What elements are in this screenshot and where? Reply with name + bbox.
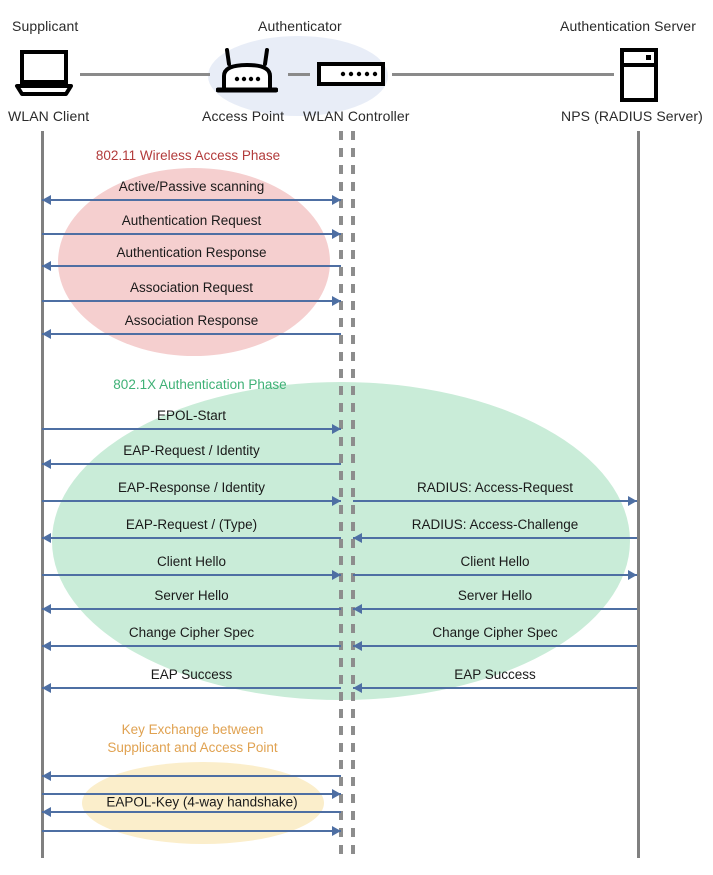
arrowhead-left-icon <box>42 604 51 614</box>
arrow-line <box>42 574 341 576</box>
arrow-line <box>42 811 341 813</box>
arrow-line <box>42 608 341 610</box>
arrowhead-left-icon <box>42 261 51 271</box>
msg-client-hello-left-label: Client Hello <box>156 554 227 569</box>
arrow-line <box>42 793 341 795</box>
arrow-line <box>42 830 341 832</box>
msg-eap-request-identity-label: EAP-Request / Identity <box>123 443 260 458</box>
arrowhead-right-icon <box>332 826 341 836</box>
arrowhead-left-icon <box>353 604 362 614</box>
wire-client-to-ap <box>80 73 210 76</box>
msg-eap-request-type-label: EAP-Request / (Type) <box>125 517 258 532</box>
arrow-line <box>353 574 637 576</box>
msg-authentication-response-label: Authentication Response <box>116 245 267 260</box>
arrowhead-left-icon <box>42 329 51 339</box>
node-caption-wlan-client: WLAN Client <box>8 108 90 124</box>
lifeline-authenticator-b <box>351 131 355 858</box>
wire-ap-to-controller <box>288 73 310 76</box>
node-caption-access-point: Access Point <box>202 108 285 124</box>
arrowhead-left-icon <box>42 683 51 693</box>
msg-active-passive-scanning-label: Active/Passive scanning <box>118 179 265 194</box>
msg-change-cipher-spec-left-label: Change Cipher Spec <box>128 625 255 640</box>
arrowhead-right-icon <box>332 570 341 580</box>
phase-label-802-1x: 802.1X Authentication Phase <box>113 377 287 392</box>
arrow-line <box>42 233 341 235</box>
arrow-line <box>42 199 341 201</box>
arrow-line <box>42 537 341 539</box>
arrow-line <box>42 428 341 430</box>
msg-association-response-label: Association Response <box>124 313 259 328</box>
arrowhead-right-icon <box>332 789 341 799</box>
phase-label-key-exchange: Key Exchange between Supplicant and Acce… <box>107 722 278 755</box>
node-caption-nps-radius-server: NPS (RADIUS Server) <box>561 108 703 124</box>
arrow-line <box>353 537 637 539</box>
msg-epol-start-label: EPOL-Start <box>156 408 227 423</box>
lifeline-authenticator-a <box>339 131 343 858</box>
arrowhead-right-icon <box>332 229 341 239</box>
arrowhead-right-icon <box>332 296 341 306</box>
msg-authentication-request-label: Authentication Request <box>121 213 262 228</box>
msg-change-cipher-spec-right-label: Change Cipher Spec <box>432 625 558 640</box>
arrowhead-left-icon <box>42 807 51 817</box>
msg-server-hello-left-label: Server Hello <box>154 588 229 603</box>
lifeline-nps-radius-server <box>637 131 640 858</box>
server-rack-icon <box>619 48 659 107</box>
arrow-line <box>353 645 637 647</box>
role-title-supplicant: Supplicant <box>12 18 79 34</box>
role-title-authenticator: Authenticator <box>258 18 342 34</box>
arrowhead-left-icon <box>42 459 51 469</box>
arrowhead-left-icon <box>353 641 362 651</box>
arrowhead-right-icon <box>332 496 341 506</box>
lifeline-wlan-client <box>41 131 44 858</box>
arrow-line <box>353 687 637 689</box>
arrowhead-right-icon <box>628 570 637 580</box>
arrow-line <box>42 300 341 302</box>
arrow-line <box>42 265 341 267</box>
msg-radius-access-challenge-label: RADIUS: Access-Challenge <box>411 517 579 532</box>
msg-radius-access-request-label: RADIUS: Access-Request <box>416 480 574 495</box>
arrowhead-right-icon <box>628 496 637 506</box>
msg-client-hello-right-label: Client Hello <box>460 554 530 569</box>
msg-association-request-label: Association Request <box>129 280 254 295</box>
msg-server-hello-right-label: Server Hello <box>457 588 533 603</box>
wireless-router-icon <box>215 48 279 103</box>
msg-eap-success-right-label: EAP Success <box>454 667 536 682</box>
arrowhead-left-icon <box>42 533 51 543</box>
arrowhead-left-icon <box>42 771 51 781</box>
arrowhead-left-icon <box>353 683 362 693</box>
eapol-key-handshake-label: EAPOL-Key (4-way handshake) <box>106 794 298 810</box>
laptop-icon <box>13 50 75 103</box>
arrow-line <box>353 500 637 502</box>
arrowhead-left-icon <box>42 641 51 651</box>
node-caption-wlan-controller: WLAN Controller <box>303 108 410 124</box>
arrow-line <box>42 463 341 465</box>
arrowhead-right-icon <box>332 195 341 205</box>
role-title-authentication-server: Authentication Server <box>560 18 696 34</box>
arrow-line <box>42 687 341 689</box>
msg-eap-response-identity-label: EAP-Response / Identity <box>117 480 266 495</box>
phase-label-802-11: 802.11 Wireless Access Phase <box>95 148 281 163</box>
arrow-line <box>42 775 341 777</box>
controller-switch-icon <box>317 61 385 92</box>
arrow-line <box>42 645 341 647</box>
arrow-line <box>42 500 341 502</box>
arrow-line <box>42 333 341 335</box>
arrowhead-left-icon <box>42 195 51 205</box>
wire-controller-to-server <box>392 73 614 76</box>
arrowhead-right-icon <box>332 424 341 434</box>
msg-eap-success-left-label: EAP Success <box>150 667 233 682</box>
arrow-line <box>353 608 637 610</box>
arrowhead-left-icon <box>353 533 362 543</box>
